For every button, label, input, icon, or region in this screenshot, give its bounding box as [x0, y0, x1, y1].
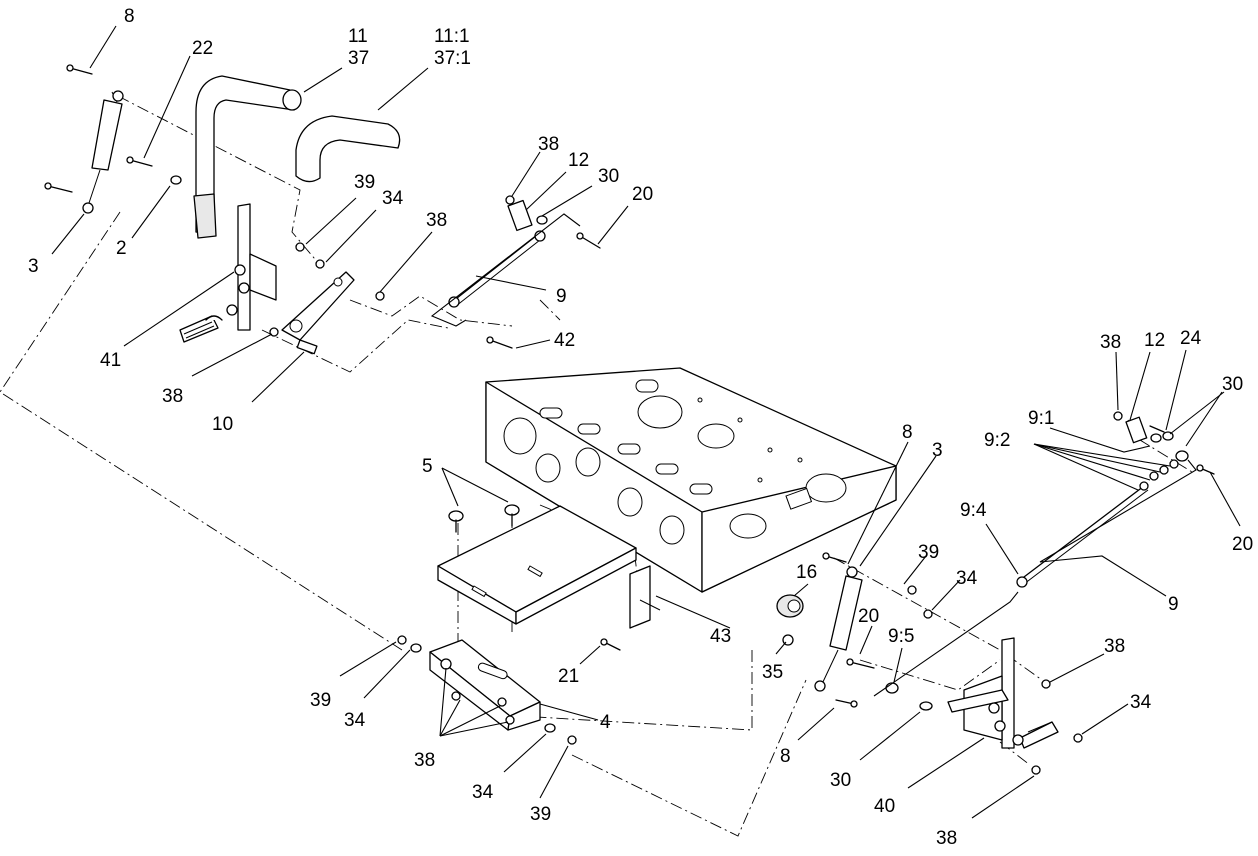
callout-39: 39	[530, 804, 551, 825]
callout-10: 10	[212, 414, 233, 435]
plate-43	[629, 565, 661, 629]
left-hardware	[44, 64, 385, 355]
callout-2: 2	[116, 238, 127, 259]
callout-9-1: 9:1	[1028, 408, 1054, 429]
left-damper	[82, 90, 124, 214]
callout-38: 38	[1100, 332, 1121, 353]
callout-38: 38	[1104, 636, 1125, 657]
main-frame	[485, 367, 897, 593]
callout-38: 38	[414, 750, 435, 771]
callout-34: 34	[1130, 692, 1152, 713]
callout-4: 4	[600, 712, 611, 733]
callout-9: 9	[1168, 594, 1179, 615]
callout-34: 34	[472, 782, 494, 803]
callout-20: 20	[632, 184, 653, 205]
callout-39: 39	[310, 690, 331, 711]
control-handle	[193, 75, 302, 239]
callout-8: 8	[902, 422, 913, 443]
callout-39: 39	[918, 542, 939, 563]
callout-11: 11	[348, 26, 368, 47]
right-upper-hardware	[1113, 411, 1174, 444]
callout-41: 41	[100, 350, 121, 371]
callout-34: 34	[344, 710, 366, 731]
callout-35: 35	[762, 662, 783, 683]
callout-8: 8	[780, 746, 791, 767]
callout-9-2: 9:2	[984, 430, 1010, 451]
bolts-5	[448, 504, 520, 533]
callout-22: 22	[192, 38, 213, 59]
leader-lines	[51, 25, 1241, 819]
left-bracket-assembly	[179, 203, 355, 343]
callout-21: 21	[558, 666, 579, 687]
callout-5: 5	[422, 456, 433, 477]
callout-12: 12	[568, 150, 589, 171]
callout-11-1: 11:1	[434, 26, 470, 47]
callout-8: 8	[124, 6, 135, 27]
callout-34: 34	[382, 188, 404, 209]
callout-30: 30	[830, 770, 851, 791]
callout-37-1: 37:1	[434, 48, 471, 69]
callout-38: 38	[936, 828, 957, 849]
handle-grip	[295, 115, 401, 183]
lower-bracket-4	[397, 635, 577, 745]
callout-37: 37	[348, 48, 369, 69]
callout-38: 38	[426, 210, 447, 231]
callout-38: 38	[162, 386, 183, 407]
lower-tray	[437, 505, 637, 625]
right-tie-rod	[1016, 450, 1215, 588]
callout-34: 34	[956, 568, 978, 589]
callout-9-5: 9:5	[888, 626, 914, 647]
callout-30: 30	[598, 166, 619, 187]
callout-9: 9	[556, 286, 567, 307]
callout-12: 12	[1144, 330, 1165, 351]
upper-tie-rod	[448, 195, 601, 349]
callout-20: 20	[1232, 534, 1253, 555]
callout-3: 3	[28, 256, 39, 277]
callout-42: 42	[554, 330, 575, 351]
callout-labels: 8 22 11 37 11:1 37:1 3 2 39 34 38 41 38 …	[28, 6, 1253, 849]
callout-30: 30	[1222, 374, 1243, 395]
callout-24: 24	[1180, 328, 1202, 349]
callout-38: 38	[538, 134, 559, 155]
callout-39: 39	[354, 172, 375, 193]
callout-40: 40	[874, 796, 895, 817]
callout-43: 43	[710, 626, 731, 647]
right-bracket-assembly	[846, 585, 1083, 775]
fastener-21	[600, 638, 621, 651]
callout-20: 20	[858, 606, 879, 627]
callout-9-4: 9:4	[960, 500, 987, 521]
callout-3: 3	[932, 440, 943, 461]
bushing-16	[776, 594, 804, 646]
callout-16: 16	[796, 562, 817, 583]
right-damper	[814, 552, 863, 708]
